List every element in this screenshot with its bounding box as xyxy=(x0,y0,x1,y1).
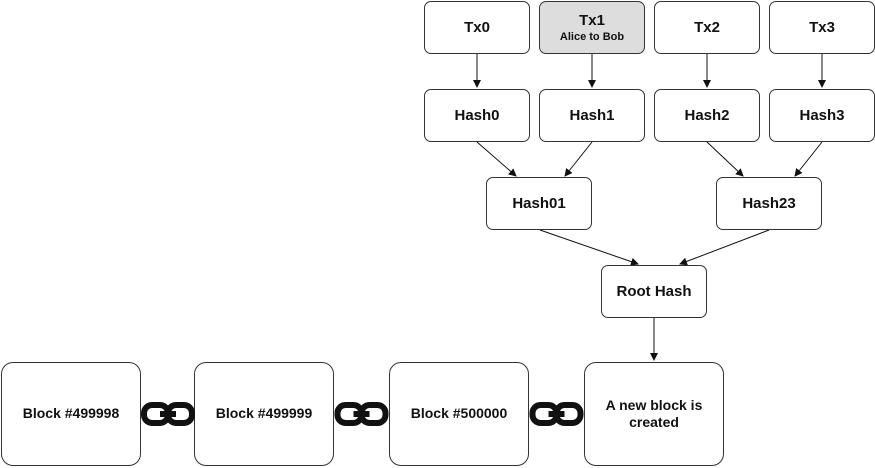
block-499998-label: Block #499998 xyxy=(22,405,120,422)
block-499998-node: Block #499998 xyxy=(1,362,141,466)
arrow-hash2-hash23 xyxy=(706,141,744,177)
new-block-node: A new block is created xyxy=(584,362,724,466)
arrow-hash01-root xyxy=(539,229,639,266)
tx2-node: Tx2 xyxy=(654,1,760,54)
tx1-description: Alice to Bob xyxy=(559,31,625,43)
tx1-label: Tx1 xyxy=(579,12,605,29)
hash1-node: Hash1 xyxy=(539,89,645,142)
block-500000-node: Block #500000 xyxy=(389,362,529,466)
hash3-node: Hash3 xyxy=(769,89,875,142)
hash01-node: Hash01 xyxy=(486,177,592,230)
tx1-node: Tx1 Alice to Bob xyxy=(539,1,645,54)
hash0-label: Hash0 xyxy=(454,107,500,124)
hash2-node: Hash2 xyxy=(654,89,760,142)
chain-link-icon xyxy=(141,402,195,426)
tx3-node: Tx3 xyxy=(769,1,875,54)
root-hash-node: Root Hash xyxy=(601,265,707,318)
block-499999-node: Block #499999 xyxy=(194,362,334,466)
root-hash-label: Root Hash xyxy=(616,283,692,300)
hash2-label: Hash2 xyxy=(684,107,730,124)
hash0-node: Hash0 xyxy=(424,89,530,142)
new-block-label: A new block is created xyxy=(605,396,703,431)
block-499999-label: Block #499999 xyxy=(215,405,313,422)
hash01-label: Hash01 xyxy=(512,195,566,212)
arrow-hash0-hash01 xyxy=(476,141,517,177)
chain-link-icon xyxy=(529,402,584,426)
arrow-hash1-hash01 xyxy=(564,141,593,177)
tx0-label: Tx0 xyxy=(464,19,490,36)
hash1-label: Hash1 xyxy=(569,107,615,124)
chain-link-icon xyxy=(334,402,389,426)
arrow-hash3-hash23 xyxy=(794,141,823,177)
tx0-node: Tx0 xyxy=(424,1,530,54)
arrow-hash23-root xyxy=(679,229,770,266)
block-500000-label: Block #500000 xyxy=(410,405,508,422)
hash23-label: Hash23 xyxy=(742,195,796,212)
hash23-node: Hash23 xyxy=(716,177,822,230)
tx3-label: Tx3 xyxy=(809,19,835,36)
tx2-label: Tx2 xyxy=(694,19,720,36)
hash3-label: Hash3 xyxy=(799,107,845,124)
